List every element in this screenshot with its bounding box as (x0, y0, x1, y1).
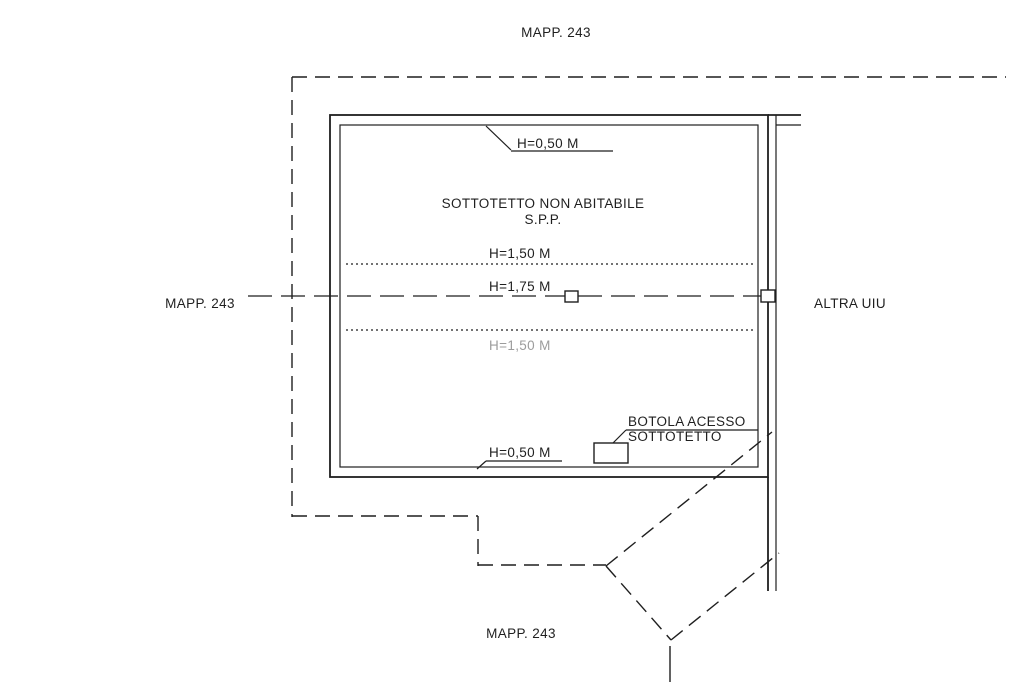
eaves-bottom-leader-diagonal (476, 460, 487, 470)
height-label-eaves-top: H=0,50 M (517, 136, 579, 151)
hatch-note-line2: SOTTOTETTO (628, 429, 722, 444)
attic-hatch-symbol (593, 442, 629, 464)
section-marker-square (564, 290, 579, 303)
hatch-note-line1: BOTOLA ACESSO (628, 414, 746, 429)
label-parcel-bottom: MAPP. 243 (486, 626, 556, 641)
roof-edge-dashed-diagonal-lower (605, 565, 672, 641)
height-label-150-lower: H=1,50 M (489, 338, 551, 353)
label-parcel-left: MAPP. 243 (165, 296, 235, 311)
hatch-note-leader-diagonal (611, 429, 627, 445)
wall-flue-marker (760, 289, 776, 303)
height-label-eaves-bottom: H=0,50 M (489, 445, 551, 460)
height-label-175: H=1,75 M (489, 279, 551, 294)
room-title: SOTTOTETTO NON ABITABILE (442, 196, 645, 211)
label-parcel-top: MAPP. 243 (521, 25, 591, 40)
height-label-150-upper: H=1,50 M (489, 246, 551, 261)
label-adjacent-unit: ALTRA UIU (814, 296, 886, 311)
room-subtitle: S.P.P. (525, 212, 562, 227)
roof-edge-dashed-diagonal-right (670, 552, 780, 641)
eaves-top-leader-diagonal (485, 125, 512, 151)
roof-edge-dashed-diagonal-upper (605, 431, 773, 567)
